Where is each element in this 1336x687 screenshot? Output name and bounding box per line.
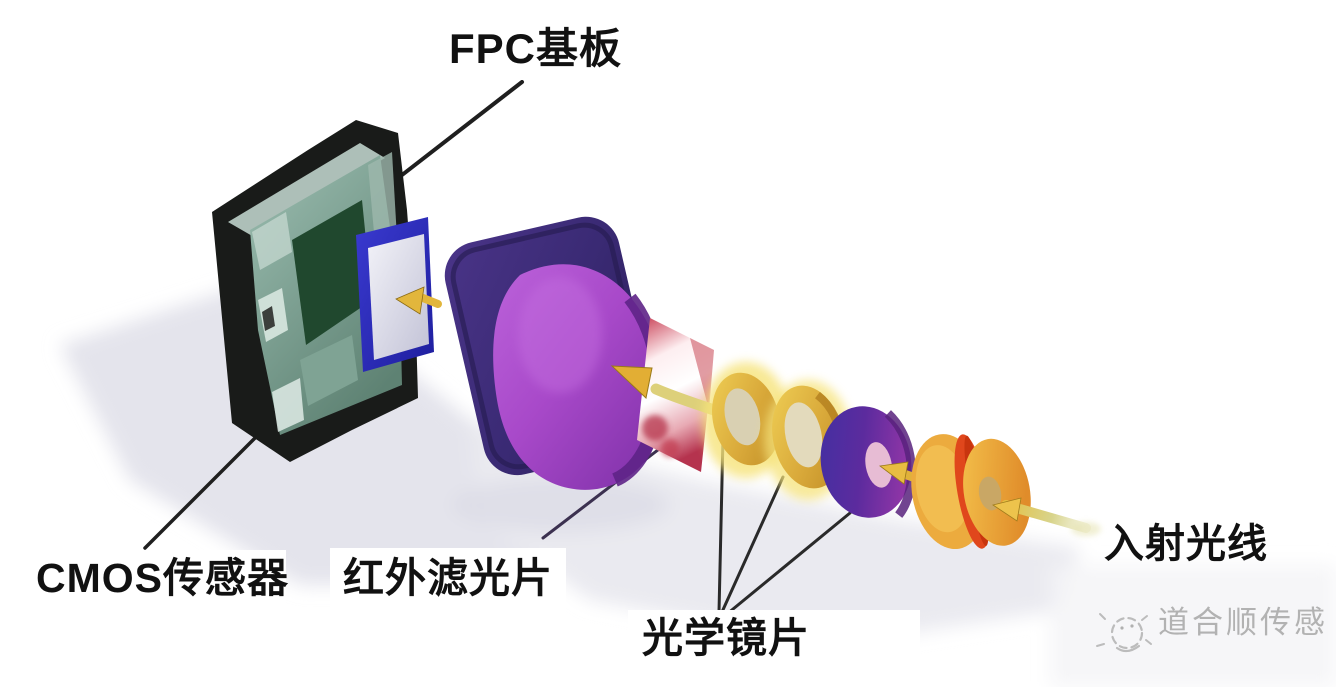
sensor-cover-glass bbox=[356, 217, 434, 372]
cmos-sensor-die bbox=[292, 200, 372, 345]
incident-light-ray bbox=[992, 497, 1101, 536]
lens-element-3 bbox=[820, 406, 916, 518]
watermark-text: 道合顺传感 bbox=[1158, 605, 1328, 640]
optics-leader-line-3 bbox=[725, 511, 852, 616]
lens-barrel bbox=[493, 264, 666, 490]
ir-filter-label: 红外滤光片 bbox=[343, 555, 553, 601]
label-backdrop bbox=[330, 548, 566, 614]
incident-light-label: 入射光线 bbox=[1104, 522, 1268, 566]
fpc-cmos-module bbox=[212, 120, 418, 462]
ray-arrow-at-sensor bbox=[395, 286, 442, 315]
watermark-logo bbox=[1096, 613, 1152, 653]
label-backdrop bbox=[28, 550, 286, 612]
fpc-substrate-label: FPC基板 bbox=[449, 25, 623, 72]
lens-element-4 bbox=[911, 434, 1031, 550]
optical-lenses-label: 光学镜片 bbox=[642, 615, 810, 661]
label-backdrop bbox=[628, 610, 920, 674]
optics-leader-line-2 bbox=[720, 475, 785, 614]
cmos-sensor-label: CMOS传感器 bbox=[36, 555, 289, 601]
fpc-leader-line bbox=[391, 80, 524, 184]
